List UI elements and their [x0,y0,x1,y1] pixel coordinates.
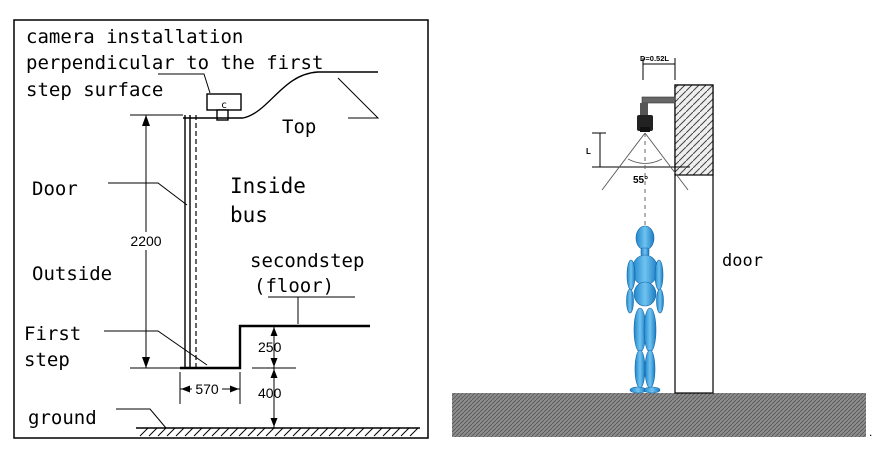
dim-400-label: 400 [258,385,282,401]
ground-leader [116,408,167,429]
ground-hatch-tick [364,427,374,437]
ground-hatch-tick [337,427,347,437]
dim-400-arrow-top [270,369,278,378]
angle-label: 55° [633,175,648,186]
inside-line-1: Inside [230,174,306,198]
camera-bracket [641,96,676,104]
dim-250-arrow-bottom [270,358,278,367]
outside-label: Outside [32,263,112,285]
ground-hatch-tick [346,427,356,437]
dim-2200-label: 2200 [130,233,161,249]
top-leader [337,77,380,119]
dim-570-bg [192,381,222,396]
ground-hatch-tick [292,427,302,437]
ground-hatch-tick [301,427,311,437]
left-diagram: camera installation perpendicular to the… [13,19,429,439]
camera-lens-right [640,127,650,132]
ground-hatch-tick [211,427,221,437]
caption-line-1: camera installation [26,26,243,48]
first-step-line-1: First [24,323,81,345]
roof-curve [183,71,378,119]
dim-250-label: 250 [258,339,282,355]
first-step-leader [104,330,208,366]
ground-hatch-tick [283,427,293,437]
ground-hatch-tick [184,427,194,437]
dim-570-label: 570 [195,381,219,397]
ground-hatch-tick [391,427,401,437]
d-label: D=0.52L [640,54,669,63]
ground-hatch-tick [139,427,149,437]
door-header [674,84,714,176]
step-profile [180,324,370,370]
ground-hatch-tick [256,427,266,437]
dim-400-arrow-bottom [270,418,278,427]
mannequin-figure [626,225,664,394]
ground-hatch-tick [202,427,212,437]
ground-hatch-tick [373,427,383,437]
door-label-right: door [722,251,763,271]
secondstep-line-1: secondstep [250,250,364,272]
ground-hatch-tick [238,427,248,437]
camera-mark: c [221,100,227,111]
ground-hatch-tick [148,427,158,437]
ground-hatching [139,427,419,437]
ground-hatch-tick [175,427,185,437]
ground-hatch-tick [400,427,410,437]
fov-left [601,132,646,191]
ground-hatch-tick [274,427,284,437]
dim-570-arrow-left [181,385,190,393]
ground-hatch-tick [220,427,230,437]
door-label: Door [32,178,78,200]
ground-hatch-tick [247,427,257,437]
dim-2200-arrow-top [142,115,150,126]
first-step-line-2: step [24,349,70,371]
floor-hatched [452,393,866,437]
caption-line-2: perpendicular to the first [26,52,323,74]
camera-mount [640,103,648,115]
ground-hatch-tick [157,427,167,437]
dim-2200-arrow-bottom [142,357,150,368]
caption-leader [158,73,211,94]
ground-hatch-tick [328,427,338,437]
ground-hatch-tick [265,427,275,437]
top-label: Top [282,116,316,138]
ground-hatch-tick [355,427,365,437]
ground-hatch-tick [166,427,176,437]
trailing-mark: . [869,425,872,439]
l-label: L [586,147,591,156]
ground-hatch-tick [319,427,329,437]
door-leader [108,182,188,206]
inside-line-2: bus [230,203,268,227]
right-diagram: door D=0.52L L 55° [452,54,872,439]
ground-hatch-tick [229,427,239,437]
caption-line-3: step surface [26,79,163,101]
ground-hatch-tick [409,427,419,437]
dim-250-arrow-top [270,327,278,336]
ground-hatch-tick [193,427,203,437]
ground-hatch-tick [310,427,320,437]
fov-angle-arc [627,158,663,164]
dim-570-arrow-right [230,385,239,393]
dim-2200-bg [128,232,164,250]
fov-right [644,132,689,191]
camera-lens [216,109,229,121]
ground-hatch-tick [382,427,392,437]
secondstep-line-2: (floor) [254,275,334,297]
ground-label: ground [28,407,97,429]
